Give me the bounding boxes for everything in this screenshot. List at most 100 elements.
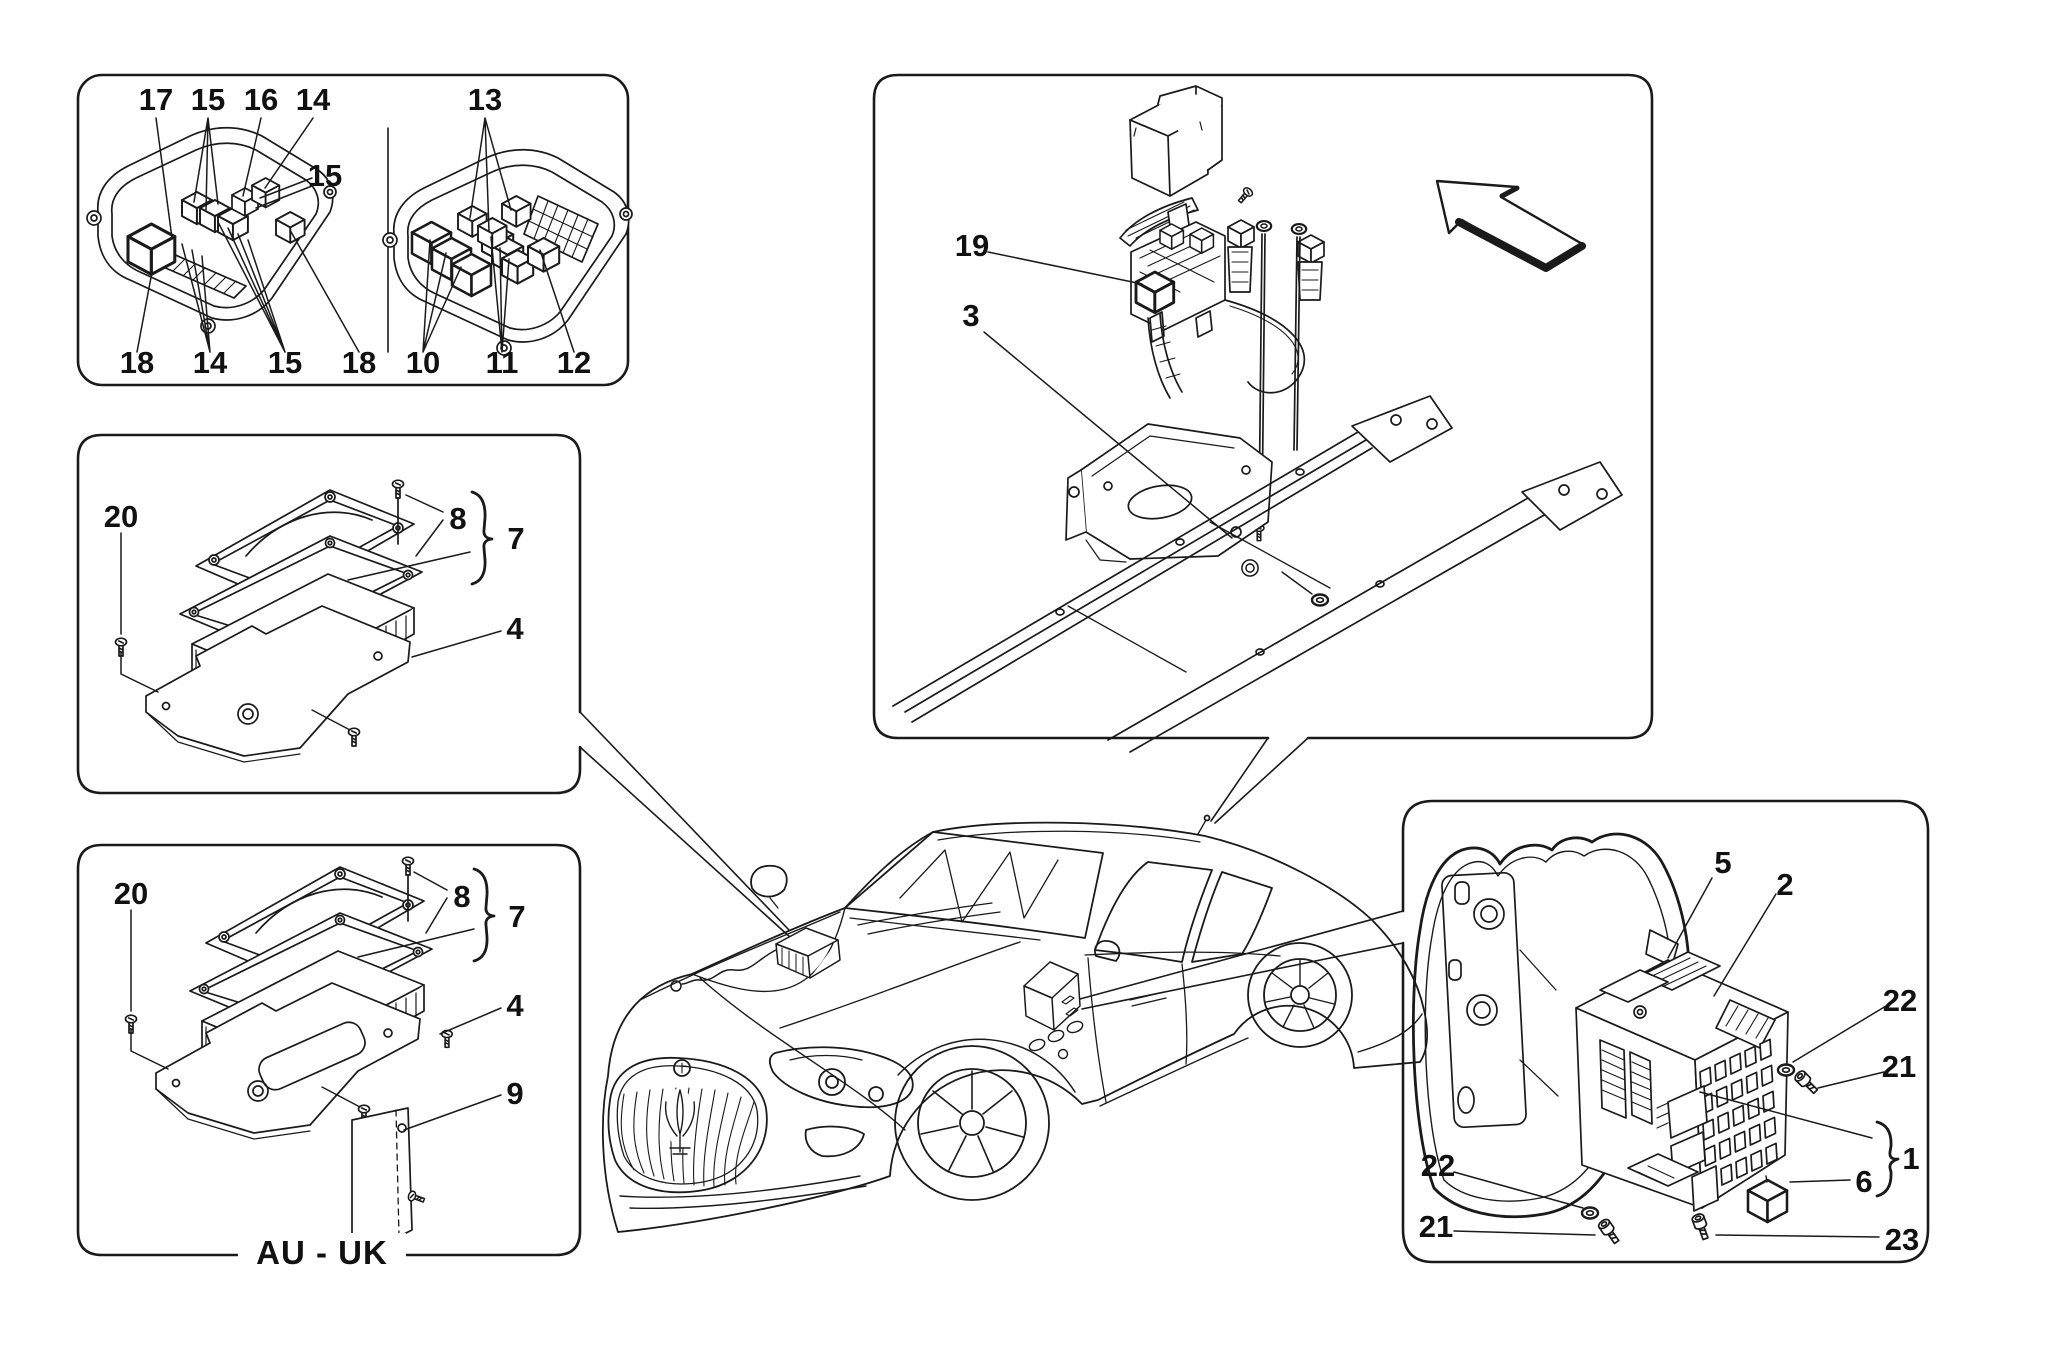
porthole-vents [1028, 1020, 1084, 1060]
chassis-rails [892, 395, 1623, 753]
door-handle [1129, 991, 1167, 1007]
grille [607, 1056, 768, 1194]
front-wheel [894, 1038, 1076, 1201]
vehicle-illustration [601, 814, 1428, 1233]
callout-6: 6 [1855, 1164, 1872, 1199]
callout-20: 20 [104, 499, 138, 534]
leader-lines-ecu-au-uk [130, 871, 502, 1131]
callout-15-top: 15 [191, 82, 225, 117]
callout-15-bottom: 15 [268, 345, 302, 380]
washer-22-right [1776, 1063, 1796, 1077]
panel-door-fusebox: 5 2 22 21 1 6 23 22 21 [1401, 799, 1930, 1264]
side-window-front [1094, 861, 1213, 963]
callout-4: 4 [506, 611, 524, 646]
callout-18-right: 18 [342, 345, 376, 380]
callout-15-right: 15 [308, 158, 342, 193]
door-inner-panel-5 [1411, 832, 1691, 1219]
callout-22-left: 22 [1421, 1148, 1455, 1183]
callout-19: 19 [955, 228, 989, 263]
door-cut [1087, 957, 1188, 1103]
screw-23 [1690, 1211, 1713, 1242]
callout-3: 3 [962, 298, 979, 333]
panel-relay-trays: 17 15 16 14 15 18 14 15 18 13 10 11 12 [76, 73, 633, 387]
wedge-enginebay-to-car [1210, 737, 1309, 824]
leader-wedges [579, 711, 1404, 1010]
callout-14-bottom: 14 [193, 345, 228, 380]
hood-badge [673, 1059, 691, 1077]
bracket-opening [258, 1021, 366, 1091]
callout-8: 8 [449, 501, 466, 536]
callout-13: 13 [468, 82, 502, 117]
headlight [768, 1046, 914, 1109]
leader-lines-relay-trays [136, 117, 575, 353]
callout-7: 7 [507, 521, 524, 556]
panel-border [76, 433, 582, 795]
beltline [1084, 951, 1281, 957]
door-fuse-panel-component [1023, 961, 1081, 1031]
callout-12: 12 [557, 345, 591, 380]
callout-8: 8 [453, 879, 470, 914]
bumper-intake [804, 1125, 865, 1158]
callout-22-right: 22 [1883, 983, 1917, 1018]
variant-label-au-uk: AU - UK [256, 1234, 388, 1271]
panel-ecu-au-uk: 20 8 7 4 9 AU - UK [76, 843, 582, 1273]
callout-21-left: 21 [1419, 1209, 1453, 1244]
trident-emblem [664, 1089, 696, 1155]
front-splitter [619, 1175, 867, 1209]
sill-line [1099, 1013, 1423, 1107]
screw-21-right [1792, 1068, 1821, 1097]
hood-badge-mark [677, 1062, 687, 1074]
callout-4: 4 [506, 988, 524, 1023]
brace-7 [472, 867, 496, 963]
roof-inner-line [937, 830, 1201, 843]
relay-6 [1746, 1178, 1789, 1224]
panel-border [76, 843, 582, 1257]
callout-7: 7 [508, 899, 525, 934]
wipers [849, 902, 1041, 941]
fuse-box-2 [1575, 951, 1789, 1212]
screw-21-left [1596, 1216, 1623, 1247]
mirror [750, 864, 1121, 962]
callout-21-right: 21 [1882, 1049, 1916, 1084]
panel-border [872, 73, 1654, 740]
brace-7 [470, 490, 494, 586]
connectors-and-studs [1147, 185, 1325, 542]
relay-tray-right [382, 148, 633, 356]
callout-10: 10 [406, 345, 440, 380]
relay-covers [1129, 85, 1223, 197]
antenna-tip [1203, 814, 1211, 822]
callout-23: 23 [1885, 1222, 1919, 1257]
panel-ecu-standard: 20 8 7 4 [76, 433, 582, 795]
hood-lines [639, 907, 1021, 1131]
direction-arrow [1435, 179, 1586, 272]
hood-ecu-component [670, 927, 841, 992]
brace-1 [1875, 1120, 1900, 1198]
callout-17: 17 [139, 82, 173, 117]
fuse-relay-block [1119, 197, 1226, 343]
panel-engine-bay: 19 3 [872, 73, 1654, 753]
relay-tray-left [86, 126, 337, 334]
callout-11: 11 [486, 345, 519, 380]
windshield-reflections [899, 849, 1059, 923]
callout-20: 20 [114, 876, 148, 911]
callout-2: 2 [1776, 867, 1793, 902]
callout-18-left: 18 [120, 345, 154, 380]
rear-wheel [1247, 942, 1353, 1048]
washer-22-left [1580, 1206, 1600, 1220]
callout-5: 5 [1714, 845, 1731, 880]
callout-9: 9 [506, 1076, 523, 1111]
callout-14-top: 14 [296, 82, 331, 117]
leader-lines-engine-bay [983, 251, 1233, 539]
windshield [844, 831, 1104, 939]
callout-16: 16 [244, 82, 278, 117]
panel-border [1401, 799, 1930, 1264]
ecu-exploded-view-au-uk [126, 857, 433, 1139]
wedge-fusebox-to-door [1079, 910, 1404, 1010]
callout-1: 1 [1902, 1141, 1919, 1176]
ecu-exploded-view [116, 480, 423, 762]
leader-lines-door-fusebox [1453, 877, 1887, 1238]
wedge-ecu-to-hood [579, 711, 792, 939]
leader-lines-ecu [120, 494, 502, 693]
